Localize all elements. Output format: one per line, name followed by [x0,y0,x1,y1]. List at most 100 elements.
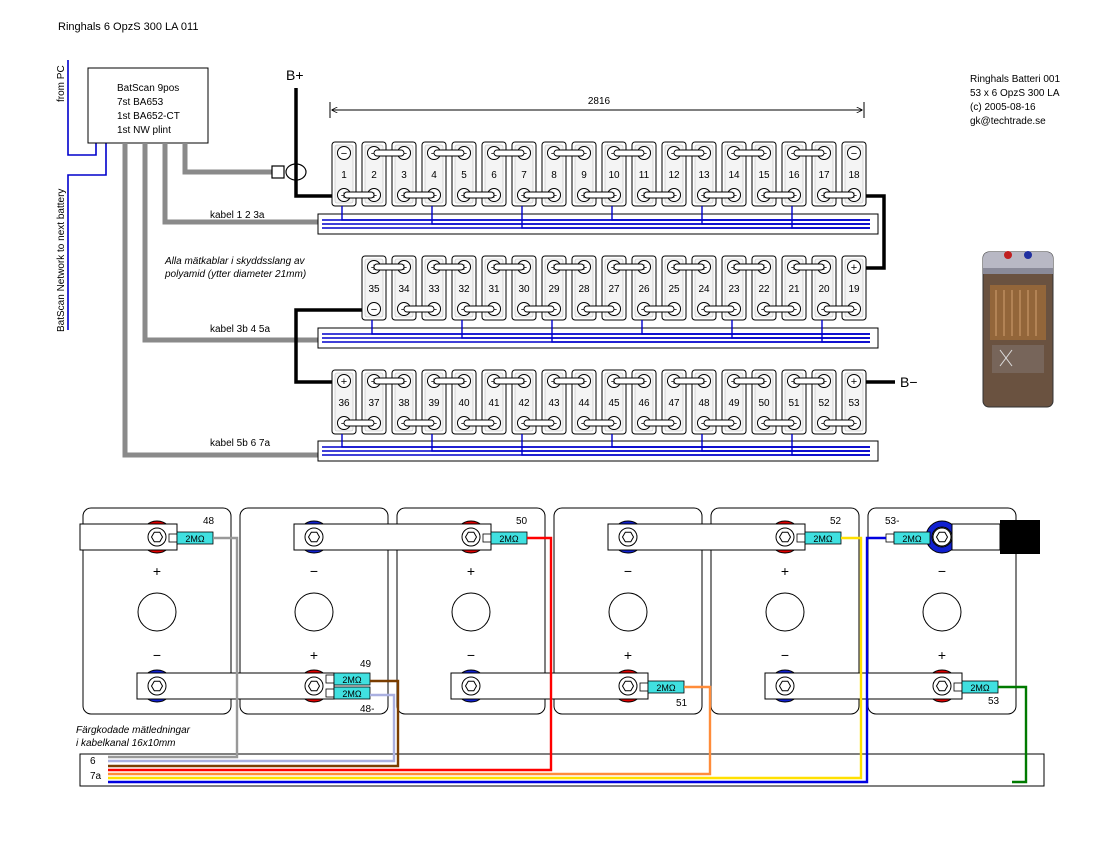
cell-number: 25 [668,284,680,295]
measure-label: 53- [885,516,899,527]
battery-cell: −+9 [571,141,597,207]
terminal-sign: + [624,647,632,663]
network-wires [67,60,107,330]
measuring-wire [108,536,886,784]
cell-face [424,372,444,432]
cell-link-bar [493,149,525,157]
dimension-line: 2816 [329,96,865,118]
connector-bar [293,523,492,551]
batscan-line: BatScan 9pos [117,83,179,94]
resistor-value: 2MΩ [342,675,362,685]
resistor-value: 2MΩ [185,534,205,544]
cell-face [424,258,444,318]
cell-face [454,144,474,204]
resistor-lead [885,533,895,543]
cell-face [844,258,864,318]
resistor-value: 2MΩ [656,683,676,693]
terminal-sign: − [781,647,789,663]
cell-link-bar [523,419,555,427]
resistor-lead [168,533,178,543]
measuring-wire [108,536,553,772]
cell-face [514,144,534,204]
info-line: 53 x 6 OpzS 300 LA [970,88,1060,99]
cell-number: 32 [458,284,470,295]
cell-number: 5 [461,170,467,181]
note-line: polyamid (ytter diameter 21mm) [164,269,306,280]
terminal-sign: − [310,563,318,579]
resistor: 2MΩ [796,531,842,545]
cell-number: 50 [758,398,770,409]
fuse-connector [271,163,307,181]
cell-link-bar [763,191,795,199]
resistor: 2MΩ [325,686,371,700]
resistor-lead [325,674,335,684]
cell-face [484,258,504,318]
cell-link-bar [493,377,525,385]
cell-number: 28 [578,284,590,295]
cell-link-bar [643,305,675,313]
vent-cap-icon [922,592,962,632]
connector-bar [450,672,649,700]
cell-link-bar [613,263,645,271]
cell-face [514,258,534,318]
measure-label: 48 [203,516,215,527]
vent-cap-icon [608,592,648,632]
cell-face [544,372,564,432]
cell-number: 18 [848,170,860,181]
terminal-sign: + [341,376,347,388]
battery-cell: +−22 [751,255,777,321]
cell-face [814,258,834,318]
battery-cell: +−48 [691,369,717,435]
cell-link-bar [733,263,765,271]
cell-number: 26 [638,284,650,295]
cell-face [394,258,414,318]
cell-face [634,258,654,318]
cell-number: 24 [698,284,710,295]
battery-photo [982,251,1054,408]
battery-cell: −+13 [691,141,717,207]
measure-label: 49 [360,659,372,670]
cell-number: 2 [371,170,377,181]
cell-number: 49 [728,398,740,409]
cell-face [334,372,354,432]
measure-label: 52 [830,516,842,527]
resistor: 2MΩ [639,680,685,694]
nut-icon [935,531,949,543]
cell-link-bar [373,149,405,157]
caption-line: Färgkodade mätledningar [76,725,191,736]
cell-link-bar [463,419,495,427]
cell-link-bar [643,191,675,199]
resistor-body [333,672,371,686]
measure-label: 48- [360,704,374,715]
info-line: gk@techtrade.se [970,116,1046,127]
cell-number: 41 [488,398,500,409]
nut-icon [464,680,478,692]
terminal-sign: + [851,262,857,274]
battery-cell: +−32 [451,255,477,321]
cell-link-bar [823,191,855,199]
gray-cables [122,143,318,458]
b-minus-label: B− [900,374,918,390]
cell-face [694,372,714,432]
cell-number: 19 [848,284,860,295]
measuring-wire [108,536,239,759]
cell-number: 9 [581,170,587,181]
cell-face [784,258,804,318]
cell-face [454,258,474,318]
cell-link-bar [733,377,765,385]
cell-number: 47 [668,398,680,409]
cell-face [334,144,354,204]
terminal-sign: − [624,563,632,579]
cell-link-bar [523,305,555,313]
cell-link-bar [733,149,765,157]
terminal-sign: + [153,563,161,579]
network-label: BatScan Network to next battery [56,189,67,332]
cell-number: 46 [638,398,650,409]
cell-link-bar [343,191,375,199]
cell-face [694,258,714,318]
cell-face [484,144,504,204]
terminal-sign: − [153,647,161,663]
cell-number: 48 [698,398,710,409]
minus-terminal-icon [337,146,351,160]
cell-number: 29 [548,284,560,295]
